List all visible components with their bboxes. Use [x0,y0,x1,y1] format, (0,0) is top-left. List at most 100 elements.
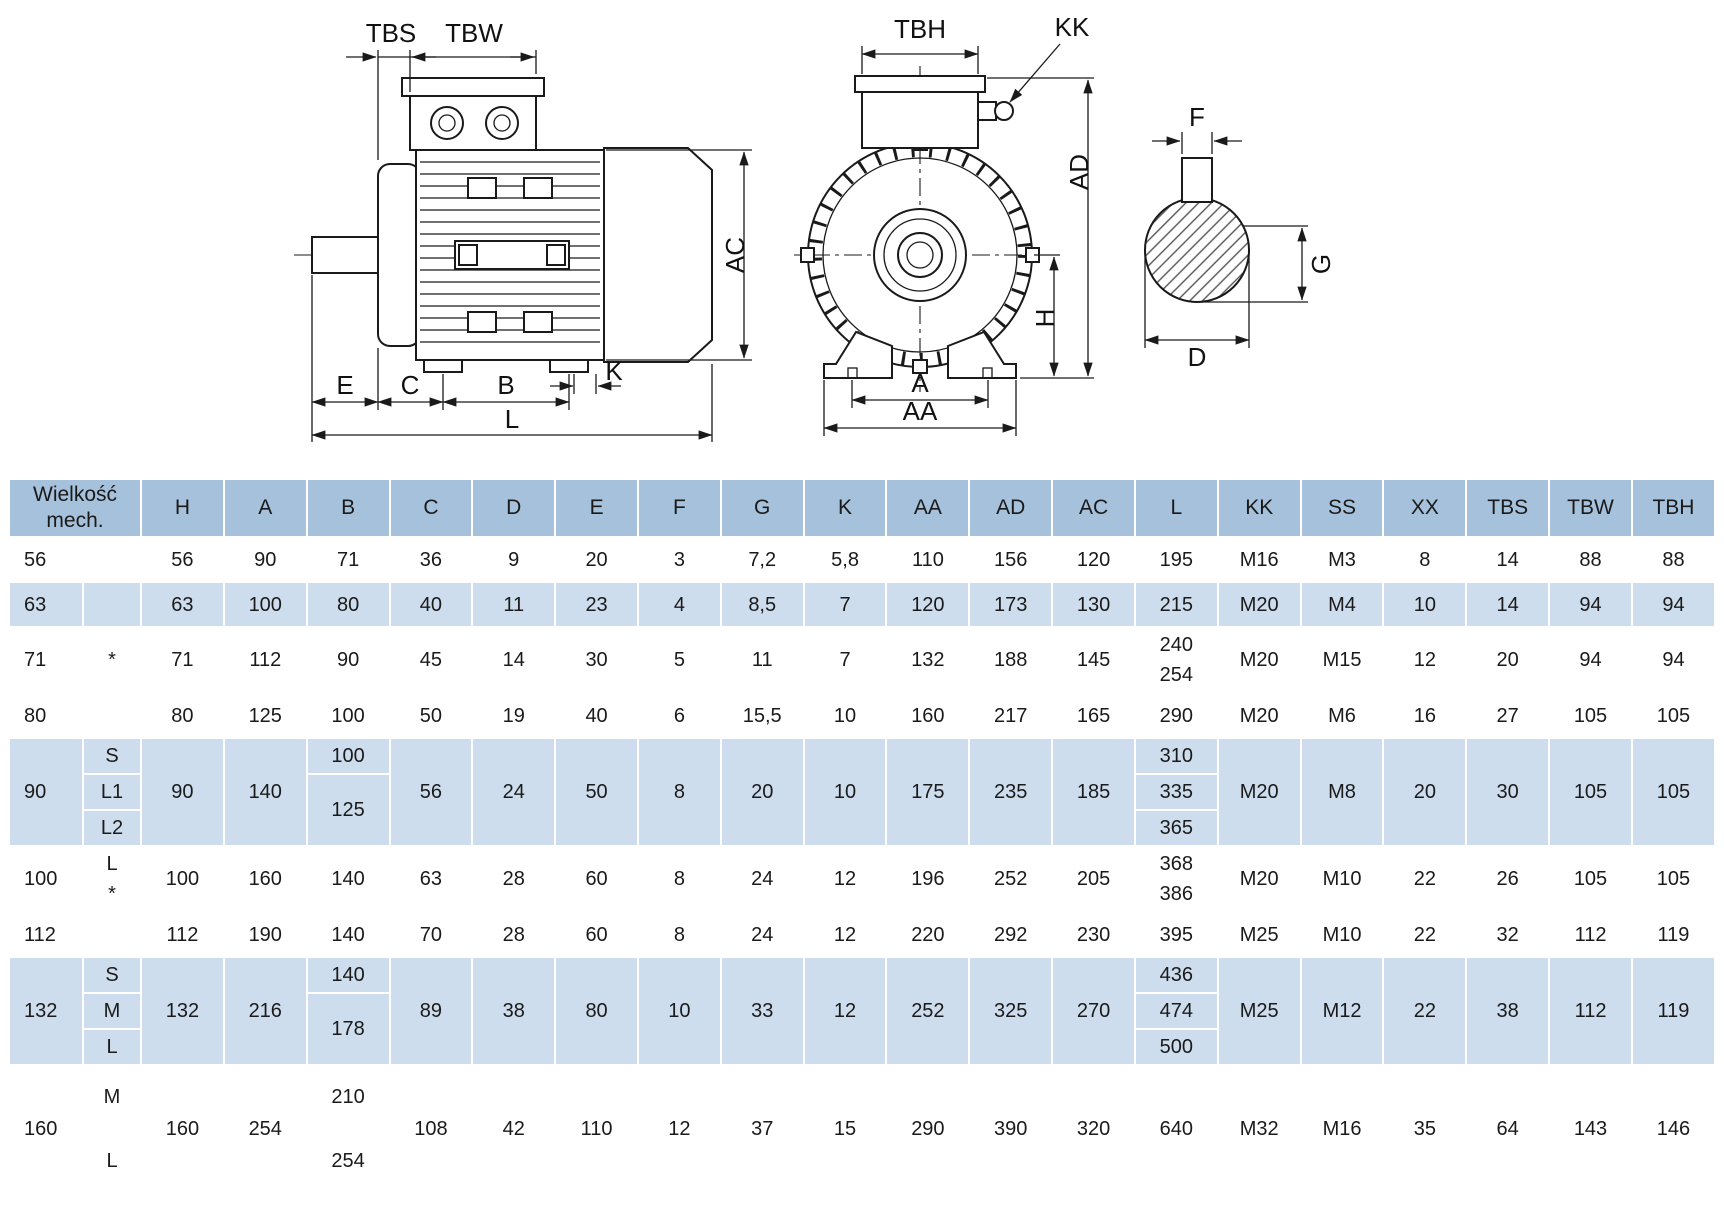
value-cell: 36 [388,536,474,583]
value-cell: 292 [968,911,1054,958]
value-cell: 10 [636,956,722,1066]
value-cell: 185 [1051,737,1136,847]
value-cell: 119 [1630,911,1717,958]
value-cell: 20 [1382,737,1468,847]
value-cell: 30 [554,626,639,694]
variant-cell [81,536,143,583]
value-cell: M20 [1216,737,1302,847]
value-cell: 12 [802,911,888,958]
column-header-d: D [471,478,557,538]
value-cell: 63 [388,845,474,913]
size-cell: 160 [8,1064,84,1194]
column-header-e: E [554,478,639,538]
size-cell: 90 [8,737,84,847]
value-cell: M20 [1216,692,1302,739]
value-cell: M32 [1216,1064,1302,1194]
column-header-f: F [636,478,722,538]
value-cell: M25 [1216,911,1302,958]
value-cell: 140 [305,911,391,958]
value-cell: 112 [1548,911,1633,958]
value-cell: 100 [222,581,308,628]
value-cell: 325 [968,956,1054,1066]
value-cell: 12 [1382,626,1468,694]
value-cell: 8 [636,737,722,847]
value-cell: 196 [885,845,971,913]
value-cell: 120 [885,581,971,628]
value-cell: 30 [1465,737,1551,847]
value-cell: 110 [554,1064,639,1194]
value-cell: 22 [1382,845,1468,913]
value-cell: 20 [1465,626,1551,694]
value-cell: 94 [1630,626,1717,694]
value-cell: 140 [222,737,308,847]
dim-label-h: H [1030,309,1060,328]
value-cell: 14 [471,626,557,694]
value-cell: 215 [1133,581,1219,628]
value-cell: 7,2 [719,536,805,583]
value-cell: 190 [222,911,308,958]
variant-cell [81,911,143,958]
value-cell: 6 [636,692,722,739]
value-cell: 240 254 [1133,626,1219,694]
value-cell: 88 [1548,536,1633,583]
value-cell: 90 [140,737,225,847]
front-view [794,66,1046,392]
value-cell: 105 [1548,845,1633,913]
column-header-tbs: TBS [1465,478,1551,538]
column-header-wielkosc-mech: Wielkość mech. [7,478,143,538]
size-cell: 56 [8,536,84,583]
value-cell: 11 [471,581,557,628]
value-cell: 100 [305,692,391,739]
value-cell: 7 [802,626,888,694]
value-cell: 90 [305,626,391,694]
value-cell: 64 [1465,1064,1551,1194]
value-cell: 270 [1051,956,1136,1066]
value-cell: 140 [305,956,391,994]
column-header-b: B [305,478,391,538]
value-cell: 50 [388,692,474,739]
value-cell: 40 [554,692,639,739]
value-cell: 254 [222,1064,308,1194]
value-cell: 105 [1630,845,1717,913]
value-cell: 3 [636,536,722,583]
dim-label-tbw: TBW [445,18,503,48]
value-cell: 395 [1133,911,1219,958]
variant-cell [81,692,143,739]
value-cell: 188 [968,626,1054,694]
value-cell: M4 [1299,581,1385,628]
column-header-tbh: TBH [1630,478,1717,538]
value-cell: 32 [1465,911,1551,958]
column-header-c: C [388,478,474,538]
value-cell: 390 [968,1064,1054,1194]
value-cell: 5 [636,626,722,694]
value-cell: 125 [222,692,308,739]
dim-label-g: G [1306,254,1336,274]
column-header-g: G [719,478,805,538]
value-cell: M15 [1299,626,1385,694]
side-view-dimensions: TBS TBW AC E C B K L [311,18,752,442]
value-cell: 24 [719,911,805,958]
value-cell: 4 [636,581,722,628]
value-cell: 100 [305,737,391,775]
value-cell: 156 [968,536,1054,583]
value-cell: M3 [1299,536,1385,583]
value-cell: 230 [1051,911,1136,958]
value-cell: 23 [554,581,639,628]
size-cell: 132 [8,956,84,1066]
dim-label-e: E [336,370,353,400]
dim-label-aa: AA [903,396,938,426]
value-cell: 38 [471,956,557,1066]
value-cell: 112 [1548,956,1633,1066]
value-cell: 11 [719,626,805,694]
value-cell: 178 [305,992,391,1066]
value-cell: M8 [1299,737,1385,847]
variant-cell: L1 [81,773,143,811]
dim-label-k: K [605,356,623,386]
value-cell: 14 [1465,581,1551,628]
